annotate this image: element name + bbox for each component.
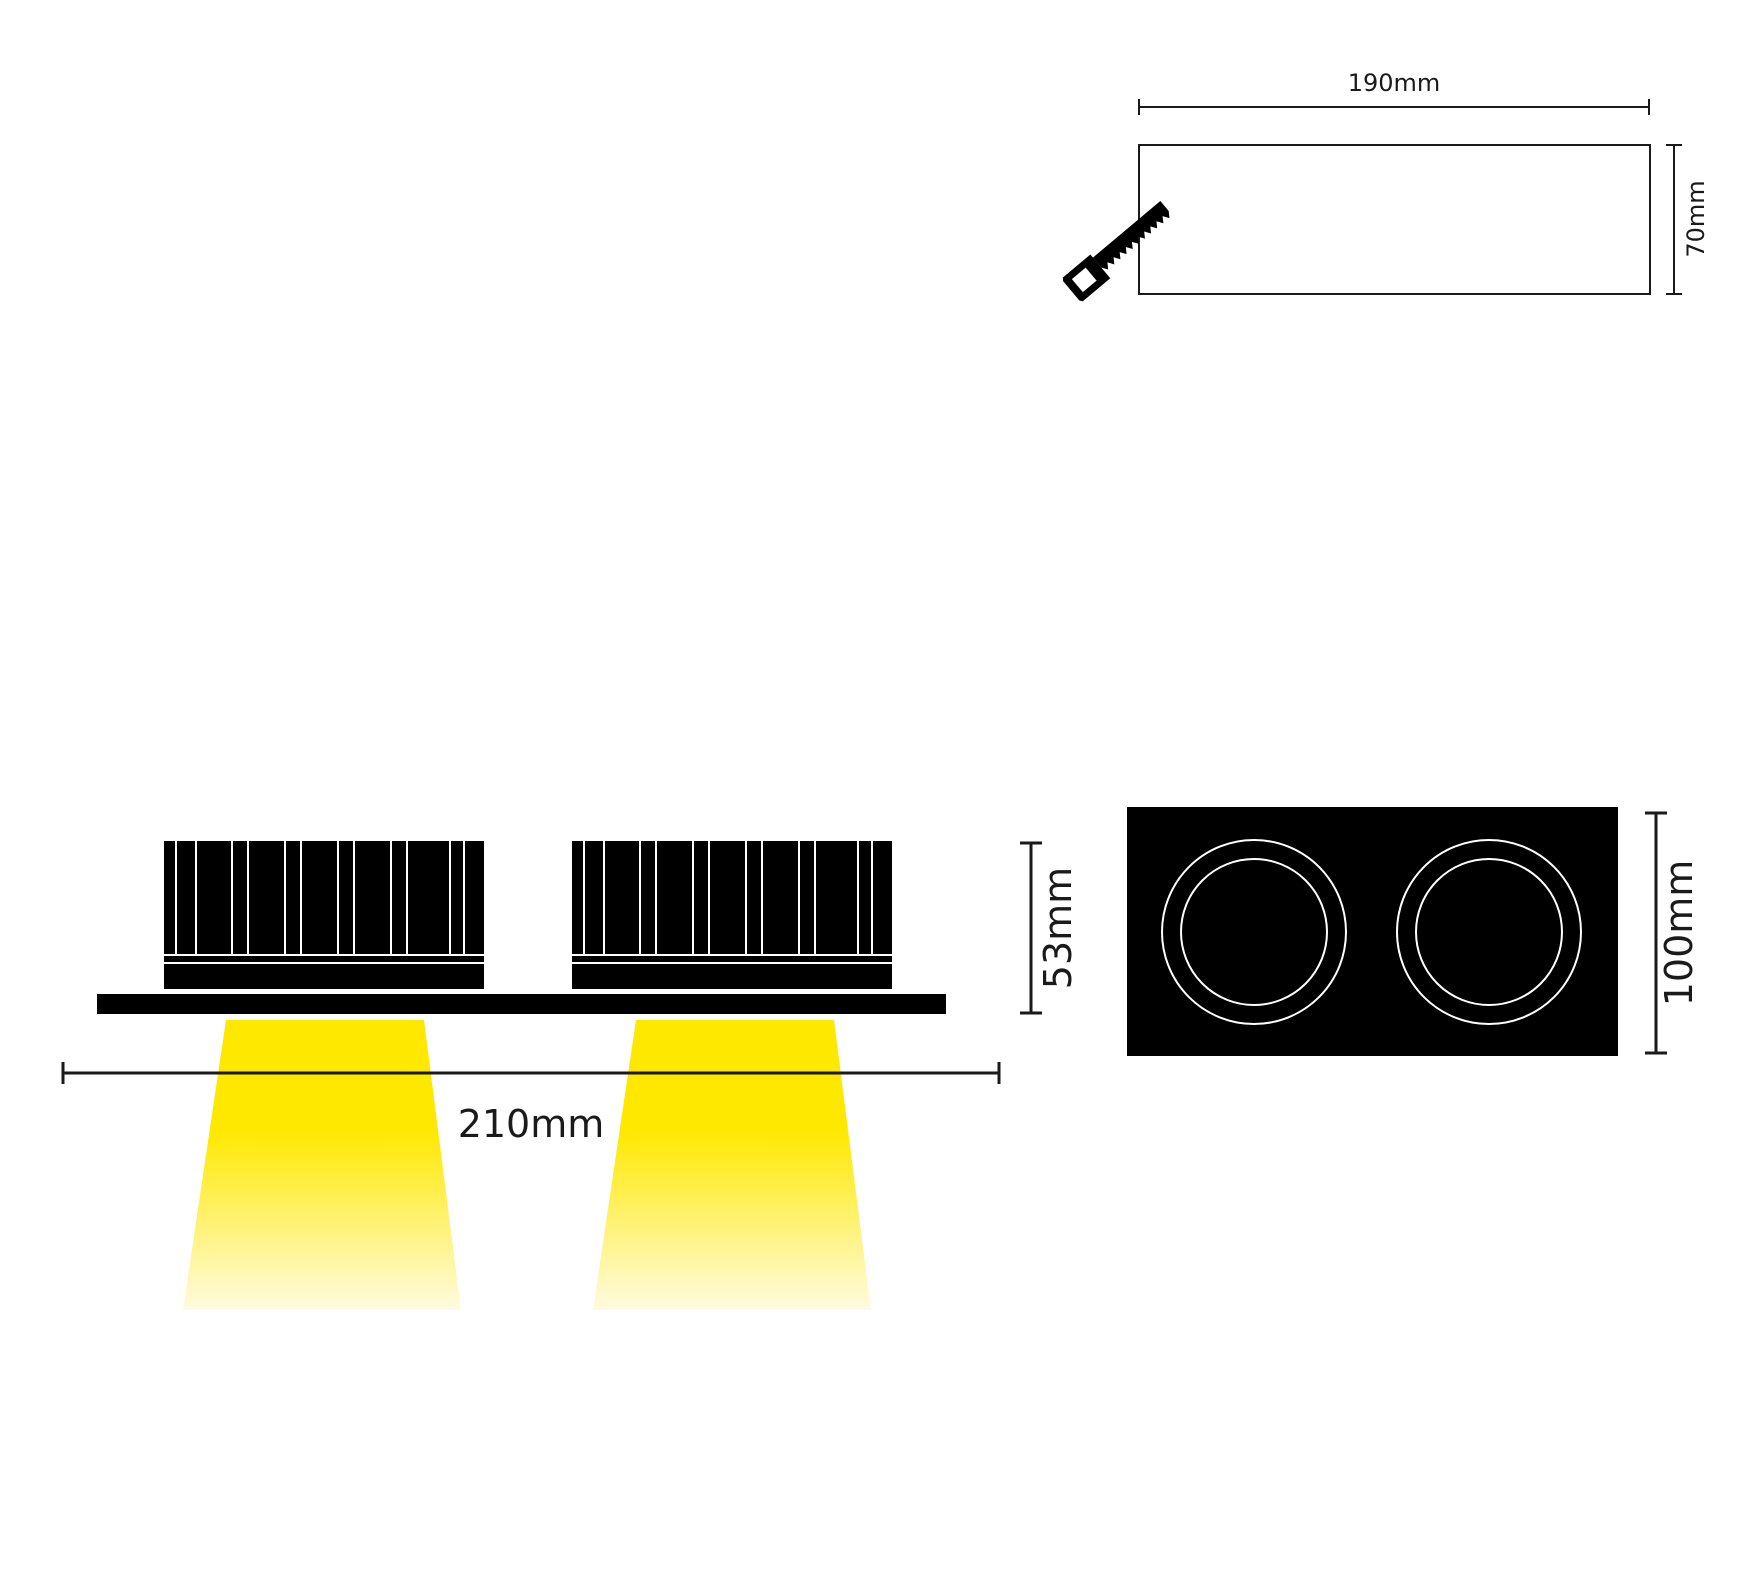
cutout-width-dimension: [1138, 99, 1650, 115]
front-height-dimension: [1645, 811, 1667, 1055]
saw-icon: [1062, 201, 1170, 302]
side-width-dimension: [61, 1062, 1001, 1084]
heatsink-left: [164, 841, 484, 989]
lamp-ring-right: [1396, 839, 1582, 1025]
cutout-outline: [1138, 144, 1651, 295]
side-height-dimension: [1020, 841, 1042, 1015]
front-height-label: 100mm: [1657, 860, 1701, 1007]
lamp-ring-left: [1161, 839, 1347, 1025]
side-width-label: 210mm: [458, 1102, 605, 1146]
cutout-height-dimension: [1666, 144, 1682, 295]
side-height-label: 53mm: [1036, 867, 1080, 989]
side-view: 210mm 53mm: [61, 841, 1080, 1310]
cutout-view: 190mm 70mm: [1062, 69, 1710, 302]
heatsink-right: [572, 841, 892, 989]
front-view: 100mm: [1127, 807, 1701, 1056]
trim-flange: [97, 994, 946, 1014]
light-beam-left: [183, 1020, 461, 1310]
light-beam-right: [593, 1020, 871, 1310]
front-panel: [1127, 807, 1618, 1056]
cutout-height-label: 70mm: [1682, 180, 1710, 257]
cutout-width-label: 190mm: [1348, 69, 1441, 97]
